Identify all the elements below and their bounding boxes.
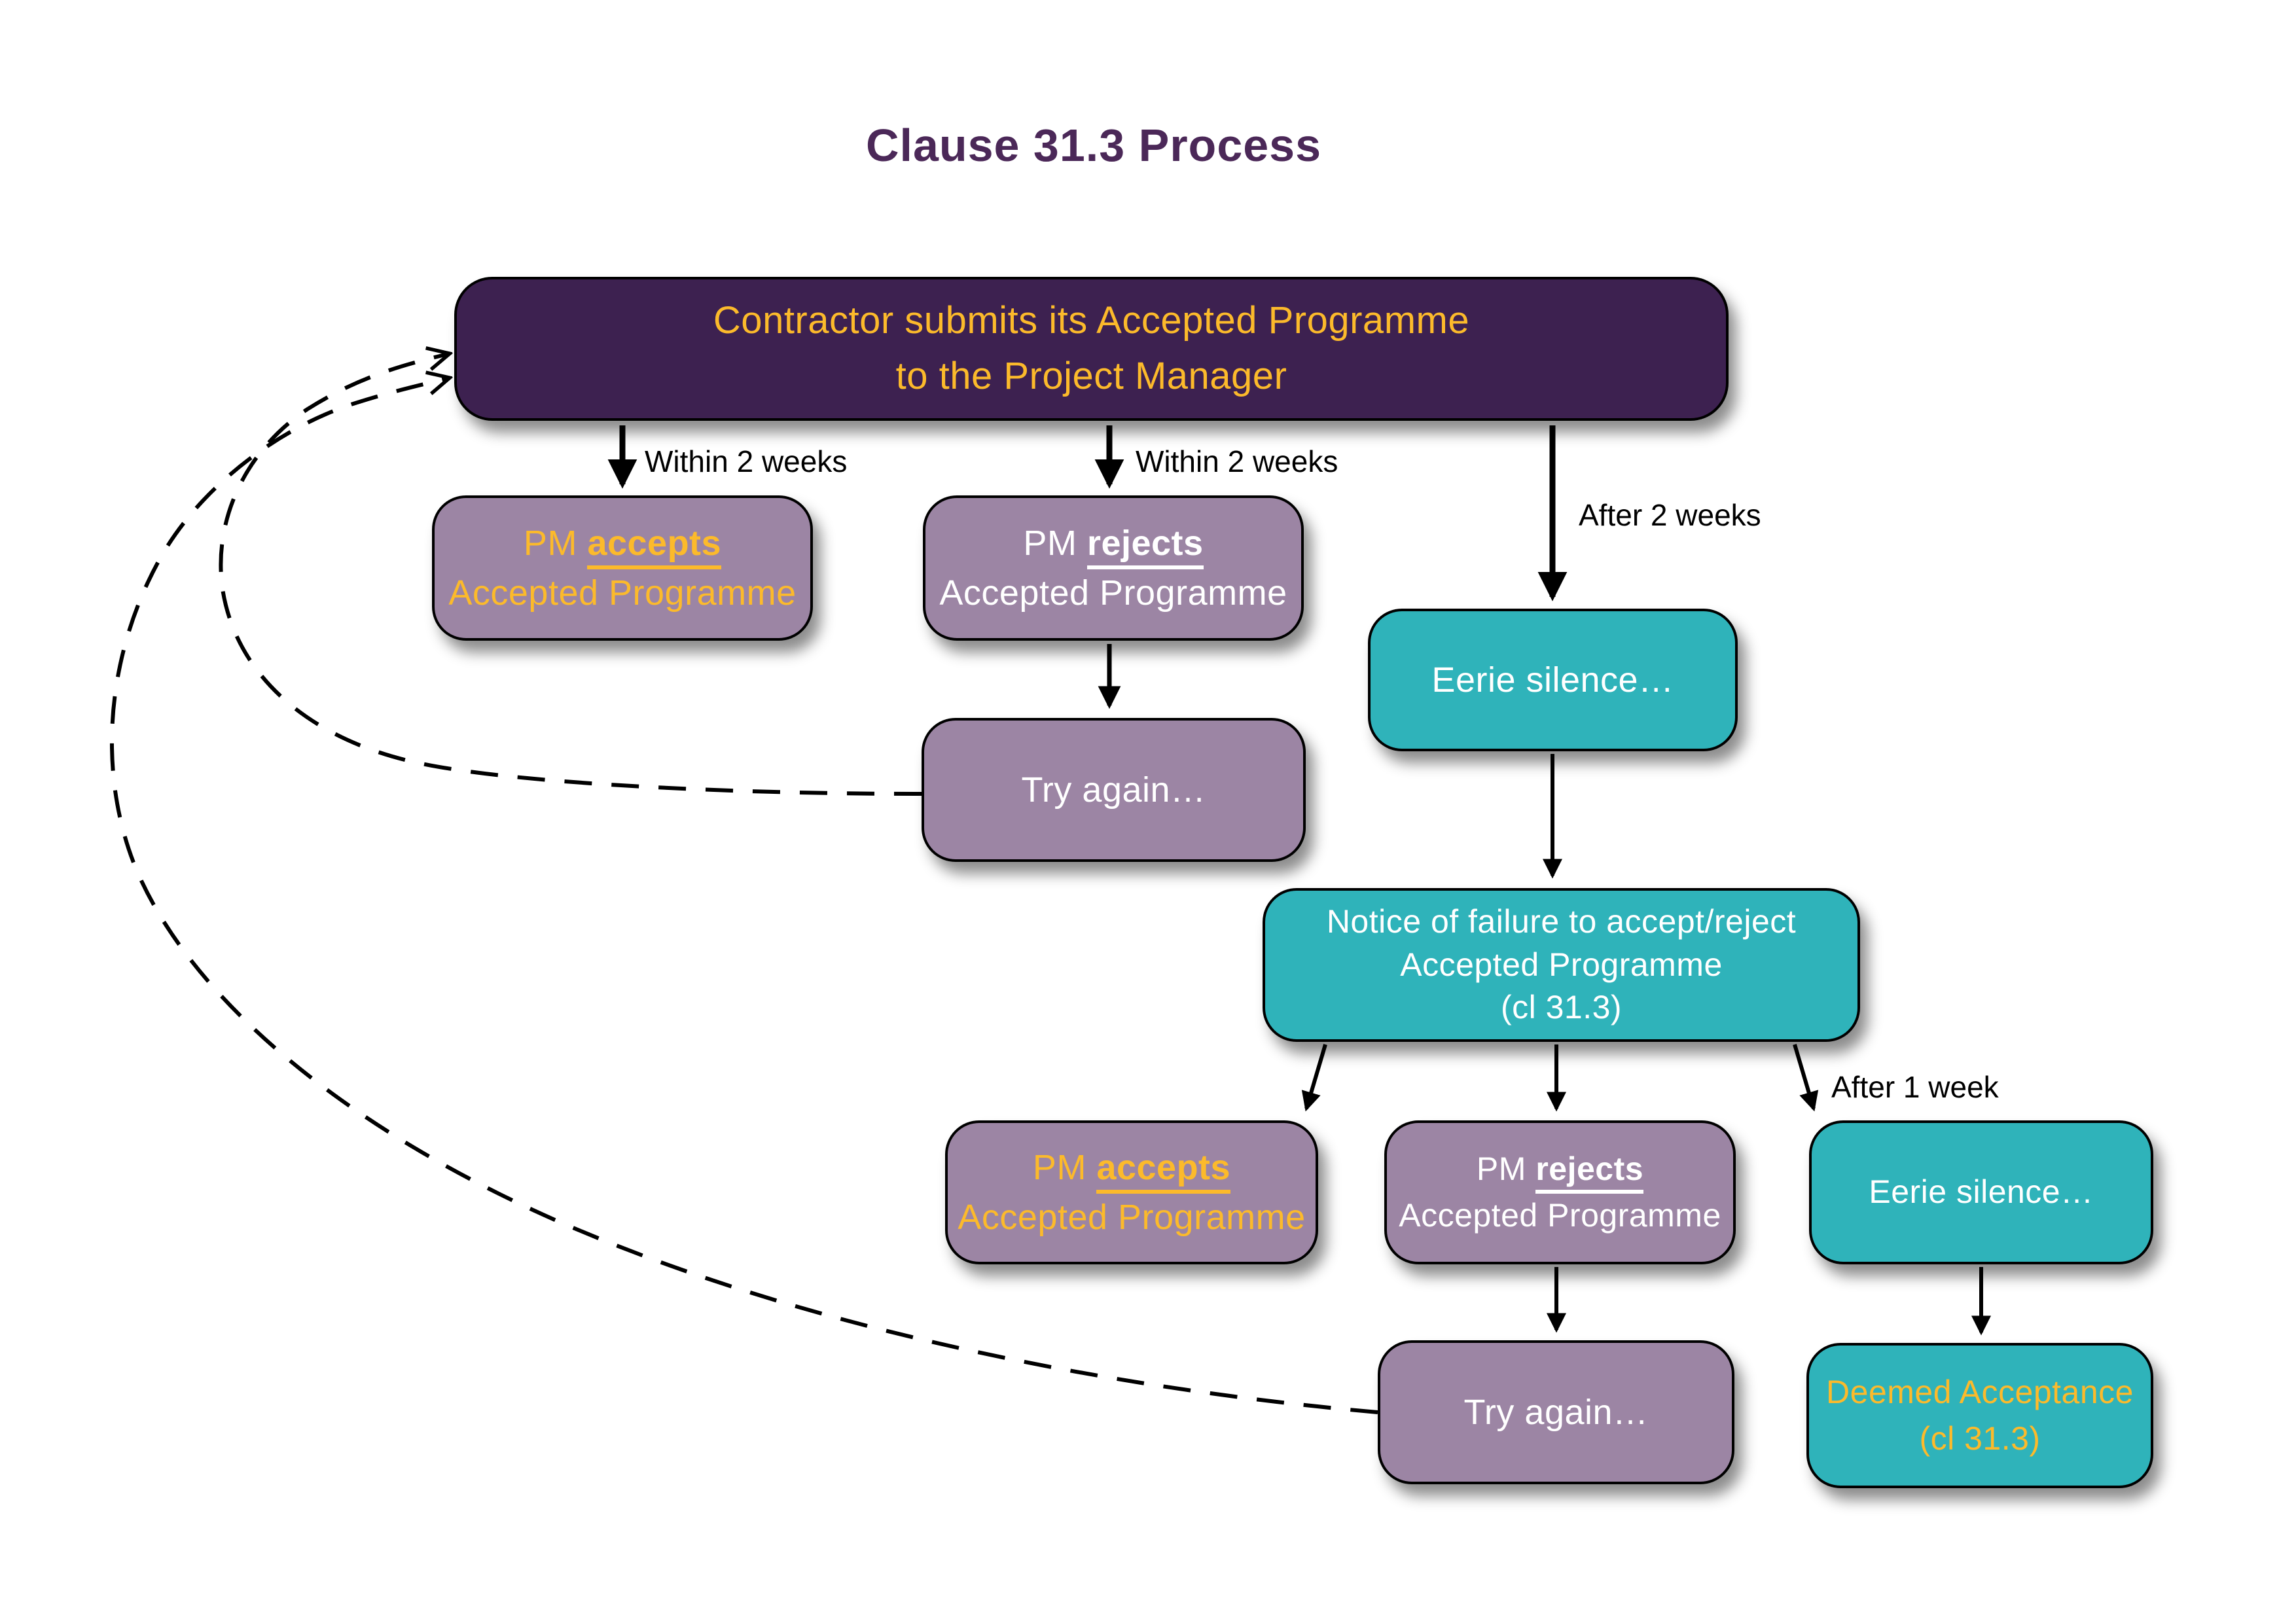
node-text-line: PM rejects [1476, 1150, 1644, 1194]
node-text-line: Try again… [1463, 1392, 1649, 1432]
node-text-line: Eerie silence… [1869, 1173, 2094, 1211]
node-text-line: Accepted Programme [448, 573, 797, 613]
node-text-line: Contractor submits its Accepted Programm… [713, 299, 1470, 342]
node-contractor-submits: Contractor submits its Accepted Programm… [454, 277, 1729, 421]
node-text-line: (cl 31.3) [1500, 989, 1623, 1026]
emphasis-accepts: accepts [1096, 1147, 1231, 1194]
node-text-line: Accepted Programme [958, 1198, 1306, 1237]
dashed-loop-try-again-2-to-contractor [110, 378, 1378, 1414]
node-text-line: Accepted Programme [1399, 1197, 1721, 1234]
node-text-line: PM rejects [1023, 523, 1204, 569]
pm-prefix: PM [523, 523, 588, 563]
arrow-notice-to-pm-accepts-2 [1301, 1044, 1327, 1112]
emphasis-rejects: rejects [1535, 1150, 1644, 1194]
node-eerie-silence-2: Eerie silence… [1809, 1120, 2153, 1264]
pm-prefix: PM [1023, 523, 1087, 563]
emphasis-rejects: rejects [1086, 523, 1204, 569]
pm-prefix: PM [1032, 1147, 1097, 1187]
node-pm-accepts-1: PM accepts Accepted Programme [432, 495, 813, 641]
pm-prefix: PM [1476, 1150, 1536, 1187]
node-text-line: Deemed Acceptance [1826, 1373, 2134, 1410]
node-text-line: Eerie silence… [1431, 660, 1674, 700]
emphasis-accepts: accepts [587, 523, 722, 569]
node-text-line: Try again… [1021, 770, 1206, 810]
node-text-line: (cl 31.3) [1919, 1420, 2041, 1457]
page-title: Clause 31.3 Process [865, 120, 1322, 171]
node-deemed-acceptance: Deemed Acceptance (cl 31.3) [1806, 1343, 2153, 1488]
node-text-line: Accepted Programme [1400, 946, 1723, 983]
edge-label-within-2-weeks-left: Within 2 weeks [645, 444, 848, 478]
node-text-line: Notice of failure to accept/reject [1326, 903, 1797, 940]
node-try-again-1: Try again… [922, 718, 1306, 862]
node-text-line: Accepted Programme [939, 573, 1287, 613]
node-text-line: PM accepts [523, 523, 722, 569]
dashed-loop-try-again-1-to-contractor [219, 354, 922, 796]
node-pm-rejects-2: PM rejects Accepted Programme [1384, 1120, 1736, 1264]
node-text-line: PM accepts [1032, 1147, 1231, 1194]
node-pm-accepts-2: PM accepts Accepted Programme [945, 1120, 1318, 1264]
edge-label-after-1-week: After 1 week [1831, 1070, 1999, 1104]
node-pm-rejects-1: PM rejects Accepted Programme [923, 495, 1304, 641]
edge-label-within-2-weeks-middle: Within 2 weeks [1136, 444, 1338, 478]
node-text-line: to the Project Manager [895, 355, 1287, 397]
arrow-notice-to-eerie-silence-2 [1793, 1044, 1819, 1112]
node-try-again-2: Try again… [1378, 1340, 1734, 1484]
node-eerie-silence-1: Eerie silence… [1368, 609, 1738, 751]
edge-label-after-2-weeks: After 2 weeks [1579, 498, 1761, 532]
node-notice-of-failure: Notice of failure to accept/reject Accep… [1263, 888, 1860, 1042]
